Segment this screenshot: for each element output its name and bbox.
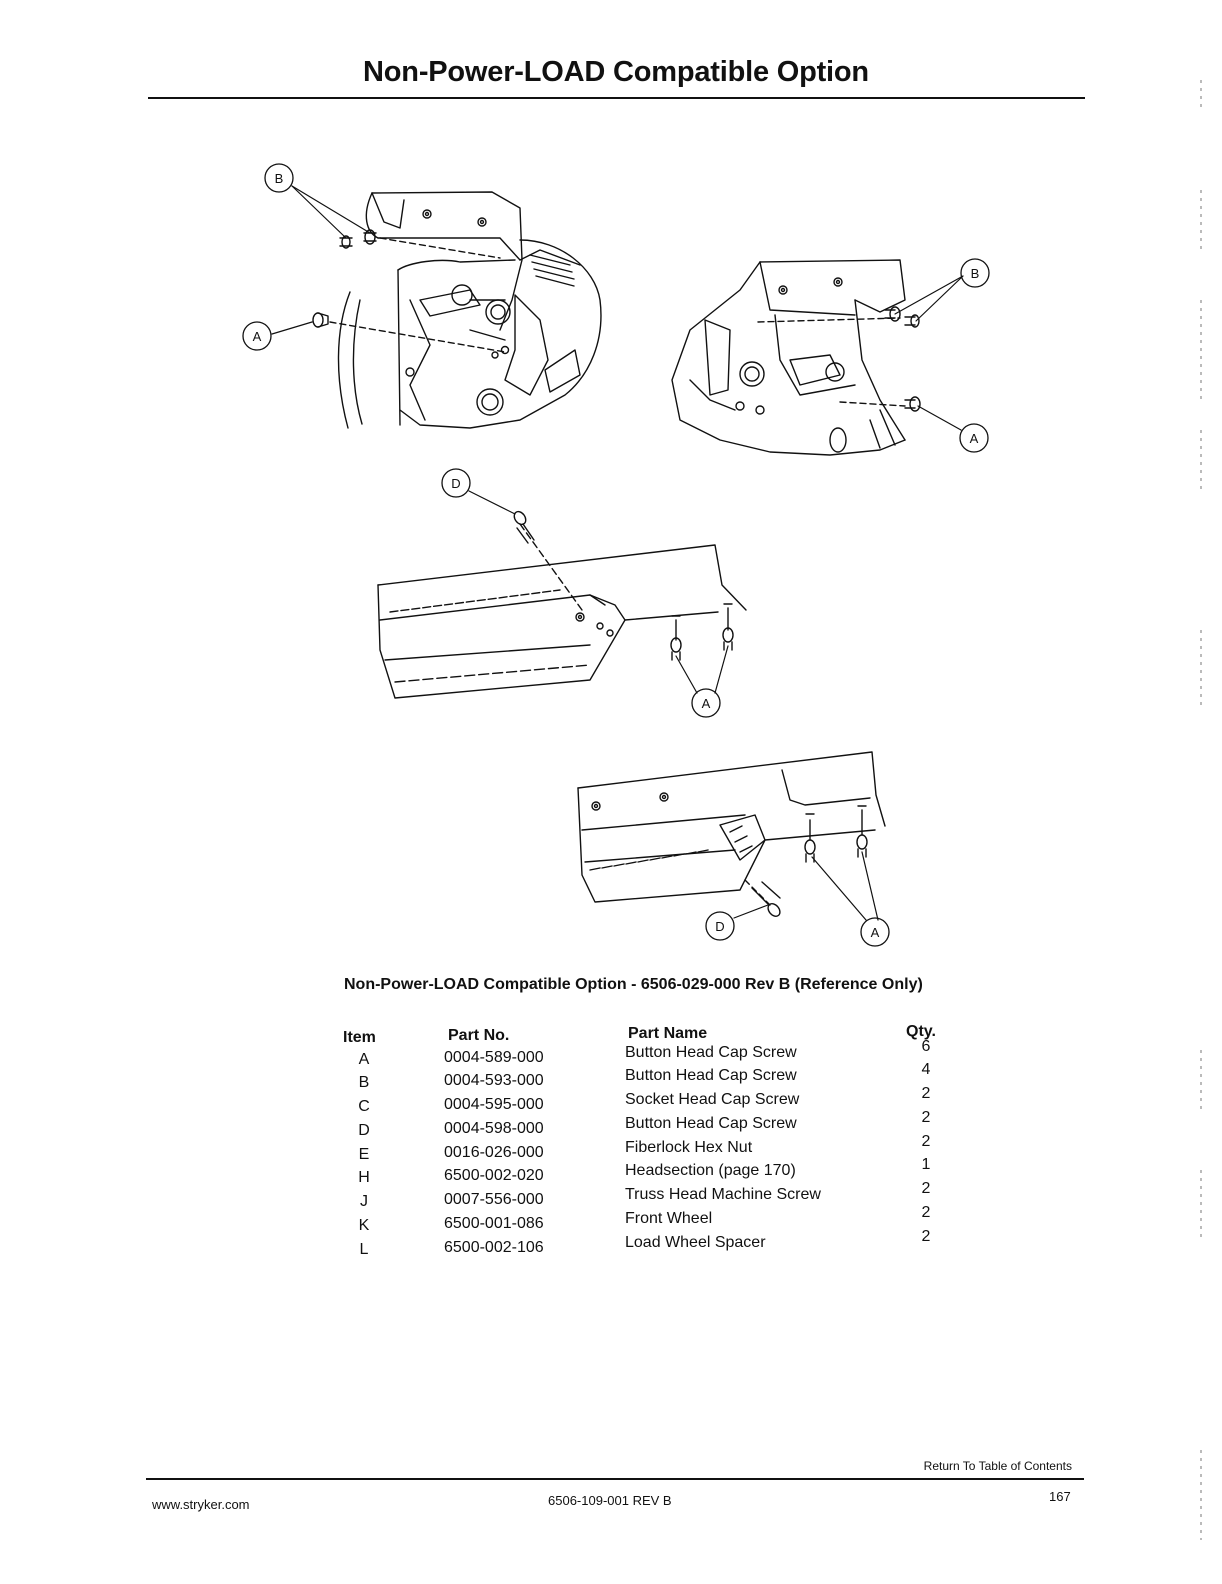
- table-cell-qty: 2: [921, 1133, 931, 1150]
- table-cell-item: E: [358, 1146, 370, 1163]
- svg-text:D: D: [715, 919, 724, 934]
- svg-text:B: B: [971, 266, 980, 281]
- table-cell-part-no: 0004-593-000: [444, 1072, 544, 1089]
- footer-doc-number: 6506-109-001 REV B: [548, 1493, 672, 1508]
- table-cell-qty: 2: [921, 1085, 931, 1102]
- title-divider: [148, 97, 1085, 99]
- svg-text:A: A: [253, 329, 262, 344]
- binder-edge-marks: [1200, 80, 1202, 1540]
- table-cell-qty: 6: [921, 1038, 931, 1055]
- table-cell-part-no: 0004-589-000: [444, 1049, 544, 1066]
- table-cell-item: L: [359, 1241, 369, 1258]
- table-cell-qty: 1: [921, 1156, 931, 1173]
- table-cell-part-name: Button Head Cap Screw: [625, 1067, 797, 1084]
- svg-text:B: B: [275, 171, 284, 186]
- table-cell-part-no: 6500-001-086: [444, 1215, 544, 1232]
- svg-text:A: A: [871, 925, 880, 940]
- callout-a-middle: A: [691, 688, 721, 718]
- callout-a-left: A: [242, 321, 272, 351]
- table-cell-qty: 2: [921, 1109, 931, 1126]
- table-cell-part-name: Headsection (page 170): [625, 1162, 796, 1179]
- table-cell-part-name: Load Wheel Spacer: [625, 1234, 766, 1251]
- table-cell-part-no: 0004-598-000: [444, 1120, 544, 1137]
- table-cell-part-no: 0016-026-000: [444, 1144, 544, 1161]
- table-cell-part-name: Socket Head Cap Screw: [625, 1091, 800, 1108]
- table-cell-item: D: [358, 1122, 370, 1139]
- table-cell-part-name: Truss Head Machine Screw: [625, 1186, 821, 1203]
- parts-table-title: Non-Power-LOAD Compatible Option - 6506-…: [344, 976, 923, 993]
- right-headsection-drawing: [671, 259, 921, 456]
- header-part-name: Part Name: [628, 1025, 708, 1042]
- header-part-no: Part No.: [448, 1027, 510, 1044]
- table-cell-item: J: [360, 1193, 368, 1210]
- callout-d-lower: D: [705, 911, 735, 941]
- table-cell-part-name: Button Head Cap Screw: [625, 1115, 797, 1132]
- table-cell-qty: 2: [921, 1228, 931, 1245]
- left-headsection-drawing: [312, 191, 602, 429]
- callout-a-lower: A: [860, 917, 890, 947]
- table-cell-item: H: [358, 1169, 370, 1186]
- callout-b-left: B: [264, 163, 294, 193]
- callout-b-right: B: [960, 258, 990, 288]
- table-cell-part-no: 0007-556-000: [444, 1191, 544, 1208]
- leader-lines: [271, 185, 964, 921]
- lower-frame-drawing: [577, 751, 886, 917]
- svg-text:D: D: [451, 476, 460, 491]
- footer-divider: [146, 1478, 1084, 1480]
- table-cell-part-name: Fiberlock Hex Nut: [625, 1139, 753, 1156]
- callout-d-middle: D: [441, 468, 471, 498]
- table-cell-item: B: [358, 1074, 370, 1091]
- svg-text:A: A: [702, 696, 711, 711]
- table-cell-part-no: 0004-595-000: [444, 1096, 544, 1113]
- page-title: Non-Power-LOAD Compatible Option: [363, 56, 869, 88]
- middle-frame-drawing: [377, 510, 747, 699]
- table-cell-part-no: 6500-002-020: [444, 1167, 544, 1184]
- footer-website: www.stryker.com: [152, 1497, 250, 1512]
- table-cell-qty: 2: [921, 1180, 931, 1197]
- table-cell-item: C: [358, 1098, 370, 1115]
- callout-a-right: A: [959, 423, 989, 453]
- exploded-assembly-diagram: B A B A D A D A: [242, 163, 990, 947]
- return-to-toc-link[interactable]: Return To Table of Contents: [923, 1459, 1072, 1473]
- table-cell-item: A: [358, 1051, 370, 1068]
- header-item: Item: [343, 1029, 376, 1046]
- table-cell-part-no: 6500-002-106: [444, 1239, 544, 1256]
- header-qty: Qty.: [906, 1023, 936, 1040]
- table-cell-part-name: Front Wheel: [625, 1210, 713, 1227]
- svg-text:A: A: [970, 431, 979, 446]
- table-cell-part-name: Button Head Cap Screw: [625, 1044, 797, 1061]
- footer-page-number: 167: [1049, 1489, 1071, 1504]
- table-cell-qty: 2: [921, 1204, 931, 1221]
- table-cell-item: K: [358, 1217, 370, 1234]
- table-cell-qty: 4: [921, 1061, 931, 1078]
